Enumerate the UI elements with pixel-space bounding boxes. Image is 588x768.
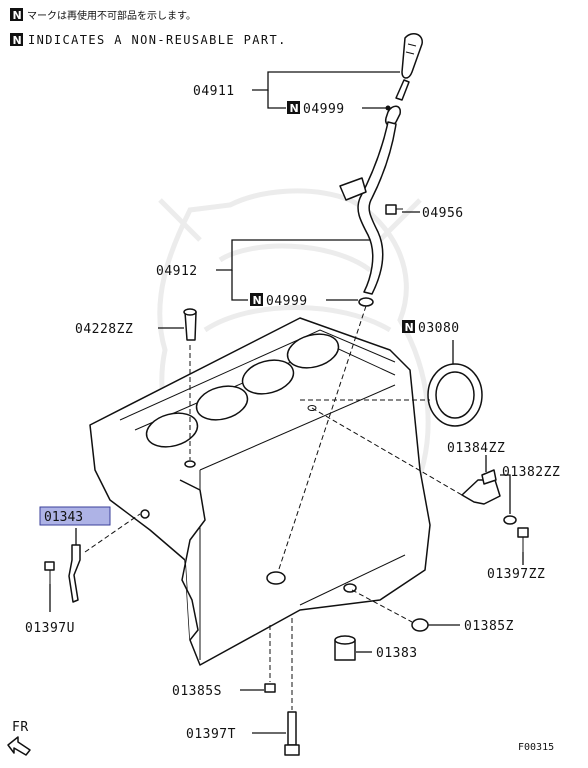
label-04228ZZ[interactable]: 04228ZZ <box>75 322 133 337</box>
non-reusable-marker-icon <box>250 293 263 306</box>
marker-letter: N <box>405 321 414 334</box>
dowel-01383 <box>334 635 356 661</box>
oil-level-gauge <box>384 33 423 127</box>
label-01383[interactable]: 01383 <box>376 646 418 661</box>
label-01385S[interactable]: 01385S <box>172 684 222 699</box>
bolt-01397T <box>284 711 300 756</box>
jp-note: マークは再使用不可部品を示します。 <box>27 9 196 22</box>
label-01343[interactable]: 01343 <box>44 510 83 525</box>
label-04912[interactable]: 04912 <box>156 264 198 279</box>
plug-01385Z <box>411 618 429 632</box>
knock-sensor-01343 <box>68 544 81 603</box>
bracket-01384ZZ <box>461 469 501 505</box>
oil-seal-03080 <box>427 363 483 427</box>
assembly-lines <box>84 305 463 710</box>
marker-letter: N <box>253 294 262 307</box>
label-01397T[interactable]: 01397T <box>186 727 236 742</box>
non-reusable-marker-icon <box>10 8 23 21</box>
oil-level-gauge-guide <box>339 121 397 307</box>
non-reusable-marker-icon <box>402 320 415 333</box>
label-01385Z[interactable]: 01385Z <box>464 619 514 634</box>
en-note: INDICATES A NON-REUSABLE PART. <box>28 33 287 47</box>
label-01397U[interactable]: 01397U <box>25 621 75 636</box>
label-03080[interactable]: 03080 <box>418 321 460 336</box>
part-labels: 04911 N 04999 04956 04912 N 04999 04228Z… <box>25 84 560 742</box>
marker-letter: N <box>13 34 22 47</box>
label-04956[interactable]: 04956 <box>422 206 464 221</box>
label-01397ZZ[interactable]: 01397ZZ <box>487 567 545 582</box>
front-direction-indicator: FR <box>7 720 31 756</box>
o-ring-01382ZZ <box>503 515 517 525</box>
label-04999-top[interactable]: 04999 <box>303 102 345 117</box>
figure-code: F00315 <box>518 742 554 753</box>
legend-header: N マークは再使用不可部品を示します。 N INDICATES A NON-RE… <box>10 8 287 47</box>
marker-letter: N <box>13 9 22 22</box>
label-04999-mid[interactable]: 04999 <box>266 294 308 309</box>
bolt-01397ZZ <box>517 527 529 552</box>
non-reusable-marker-icon <box>10 33 23 46</box>
label-01382ZZ[interactable]: 01382ZZ <box>502 465 560 480</box>
label-04911[interactable]: 04911 <box>193 84 235 99</box>
marker-letter: N <box>290 102 299 115</box>
non-reusable-marker-icon <box>287 101 300 114</box>
bolt-01397U <box>44 561 55 584</box>
plug-01385S <box>264 683 276 693</box>
bolt-04956 <box>385 204 403 215</box>
front-label: FR <box>12 720 29 735</box>
plug-04228ZZ <box>183 308 197 341</box>
leader-lines <box>49 71 524 734</box>
label-01384ZZ[interactable]: 01384ZZ <box>447 441 505 456</box>
highlighted-part-box <box>39 506 111 526</box>
cylinder-block <box>89 317 431 666</box>
front-arrow-icon <box>7 736 31 756</box>
